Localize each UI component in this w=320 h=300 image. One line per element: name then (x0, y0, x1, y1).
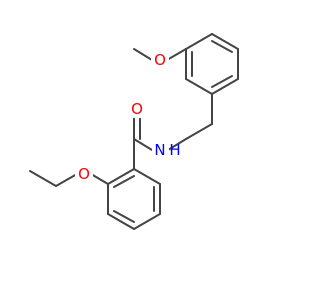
bond-ring-bottom (133, 168, 161, 185)
bond-ring-top-inner (211, 75, 233, 88)
label-background (128, 100, 146, 118)
bond-ring-bottom-inner (113, 210, 135, 223)
bond-ch2-ch2 (185, 123, 213, 140)
bond-ethoxy-o-to-ch2 (55, 173, 78, 187)
bond-methoxy-o-to-ch3 (133, 48, 153, 61)
oxygen-label-carbonyl: O (131, 100, 143, 118)
bond-ch2-to-n (167, 138, 187, 151)
bond-ring-top (211, 78, 239, 95)
bond-ring-top (211, 33, 239, 50)
bond-ring-to-methoxy-o (166, 48, 187, 61)
oxygen-label-methoxy: O (154, 51, 166, 69)
bond-ring-top (185, 78, 213, 95)
hydrogen-label: H (169, 141, 180, 159)
bond-ring-to-ethoxy-o (90, 173, 109, 185)
bond-ring-bottom-inner (113, 175, 135, 188)
bond-ethoxy-ch2-ch3 (29, 170, 57, 187)
bond-ring-top (185, 33, 213, 50)
bond-n-to-carbonyl-c (133, 138, 153, 151)
nitrogen-label: N (154, 141, 165, 159)
bond-ring-bottom (133, 213, 161, 230)
label-background (75, 166, 93, 184)
molecule-drawing: O N H O O (29, 33, 239, 230)
structure-canvas: O N H O O (29, 33, 239, 230)
label-background (152, 142, 169, 160)
bond-ring-top-inner (211, 40, 233, 53)
label-background (151, 52, 169, 70)
bond-ring-bottom (107, 168, 135, 185)
bond-ring-bottom (107, 213, 135, 230)
oxygen-label-ethoxy: O (78, 165, 90, 183)
